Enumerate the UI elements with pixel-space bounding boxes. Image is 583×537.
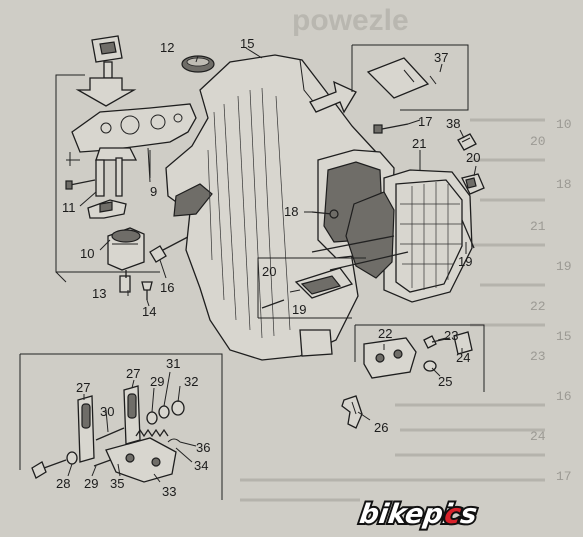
part-19-screw-lower bbox=[261, 299, 285, 309]
reflector-ring bbox=[345, 191, 395, 279]
label-31: 31 bbox=[166, 356, 180, 371]
part-14-screw bbox=[141, 281, 153, 300]
bg-num-6: 17 bbox=[556, 469, 572, 484]
part-9-mounting-plate bbox=[71, 103, 197, 183]
bg-num-10: 23 bbox=[530, 349, 546, 364]
label-19-right: 19 bbox=[458, 254, 472, 269]
bg-num-11: 24 bbox=[530, 429, 546, 444]
part-34-spring bbox=[135, 428, 169, 438]
part-37-box bbox=[351, 44, 469, 111]
fuse-pin bbox=[103, 61, 113, 79]
leader-lines bbox=[67, 47, 477, 483]
label-27-right: 27 bbox=[126, 366, 140, 381]
label-28: 28 bbox=[56, 476, 70, 491]
label-10: 10 bbox=[80, 246, 94, 261]
label-33: 33 bbox=[162, 484, 176, 499]
bracket-group-outline bbox=[55, 74, 160, 283]
part-38-clip bbox=[457, 133, 477, 151]
part-20-connector-top bbox=[461, 173, 485, 195]
label-15: 15 bbox=[240, 36, 254, 51]
label-16: 16 bbox=[160, 280, 174, 295]
shell-bottom-lug bbox=[299, 329, 333, 357]
insert-arrow-icon bbox=[75, 77, 137, 107]
bg-num-9: 22 bbox=[530, 299, 546, 314]
part-28-bolt bbox=[31, 459, 67, 479]
bg-num-3: 19 bbox=[556, 259, 572, 274]
label-36: 36 bbox=[196, 440, 210, 455]
part-23-screw bbox=[423, 335, 437, 349]
watermark-text-left: bikepi bbox=[358, 499, 455, 530]
shell-mount-lug bbox=[173, 183, 213, 217]
part-29-washer-right bbox=[146, 411, 158, 425]
part-10-clip bbox=[87, 157, 127, 219]
label-9: 9 bbox=[150, 184, 157, 199]
bg-num-7: 20 bbox=[530, 134, 546, 149]
background-header: powezle bbox=[292, 4, 409, 37]
label-27-left: 27 bbox=[76, 380, 90, 395]
bg-num-8: 21 bbox=[530, 219, 546, 234]
part-31-nut bbox=[158, 405, 170, 419]
watermark-text-c: c bbox=[443, 499, 463, 530]
part-36-clip bbox=[167, 438, 181, 443]
label-29-lower: 29 bbox=[84, 476, 98, 491]
part-labels: 9 10 11 12 13 14 15 16 17 18 19 19 20 20… bbox=[56, 36, 480, 499]
lower-left-group-box bbox=[19, 353, 223, 500]
label-18: 18 bbox=[284, 204, 298, 219]
part-30-shaft bbox=[95, 427, 125, 441]
label-14: 14 bbox=[142, 304, 156, 319]
bg-num-1: 10 bbox=[556, 117, 572, 132]
label-21: 21 bbox=[412, 136, 426, 151]
part-20-box bbox=[257, 235, 409, 319]
part-17-screw bbox=[373, 123, 409, 134]
part-12-grommet bbox=[181, 55, 215, 73]
label-12: 12 bbox=[160, 40, 174, 55]
label-37: 37 bbox=[434, 50, 448, 65]
part-21-headlamp-unit bbox=[345, 169, 473, 303]
label-17: 17 bbox=[418, 114, 432, 129]
background-table: powezle 10 18 19 15 16 17 20 21 22 23 24 bbox=[240, 4, 572, 502]
fuse-part-top bbox=[75, 35, 137, 107]
assembly-arrow-icon bbox=[309, 80, 357, 114]
label-20-top: 20 bbox=[466, 150, 480, 165]
part-22-group-box bbox=[354, 324, 485, 392]
part-26-clip bbox=[341, 395, 363, 429]
label-38: 38 bbox=[446, 116, 460, 131]
part-18-screw bbox=[311, 209, 339, 219]
label-32: 32 bbox=[184, 374, 198, 389]
part-19-screw-right bbox=[461, 219, 475, 249]
label-13: 13 bbox=[92, 286, 106, 301]
bg-num-2: 18 bbox=[556, 177, 572, 192]
bg-num-5: 16 bbox=[556, 389, 572, 404]
watermark-outline-left: bikepi bbox=[358, 499, 455, 530]
label-35: 35 bbox=[110, 476, 124, 491]
fuse-slot bbox=[99, 41, 117, 55]
part-29-washer-left bbox=[66, 451, 78, 465]
part-22-bracket bbox=[363, 337, 417, 379]
part-24-nut bbox=[453, 331, 473, 355]
label-19-lower: 19 bbox=[292, 302, 306, 317]
label-34: 34 bbox=[194, 458, 208, 473]
part-32-nut bbox=[171, 400, 185, 416]
label-20-box: 20 bbox=[262, 264, 276, 279]
label-30: 30 bbox=[100, 404, 114, 419]
label-23: 23 bbox=[444, 328, 458, 343]
label-29-upper: 29 bbox=[150, 374, 164, 389]
label-26: 26 bbox=[374, 420, 388, 435]
part-11-screw bbox=[65, 152, 96, 190]
label-22: 22 bbox=[378, 326, 392, 341]
bg-num-4: 15 bbox=[556, 329, 572, 344]
watermark-text-right: s bbox=[459, 499, 479, 530]
part-33-plate bbox=[105, 437, 177, 483]
label-11: 11 bbox=[62, 200, 76, 215]
label-24: 24 bbox=[456, 350, 470, 365]
part-13-relay bbox=[107, 227, 145, 293]
label-25: 25 bbox=[438, 374, 452, 389]
bikepics-watermark: bikepi bikepi c c s s bbox=[356, 497, 481, 532]
